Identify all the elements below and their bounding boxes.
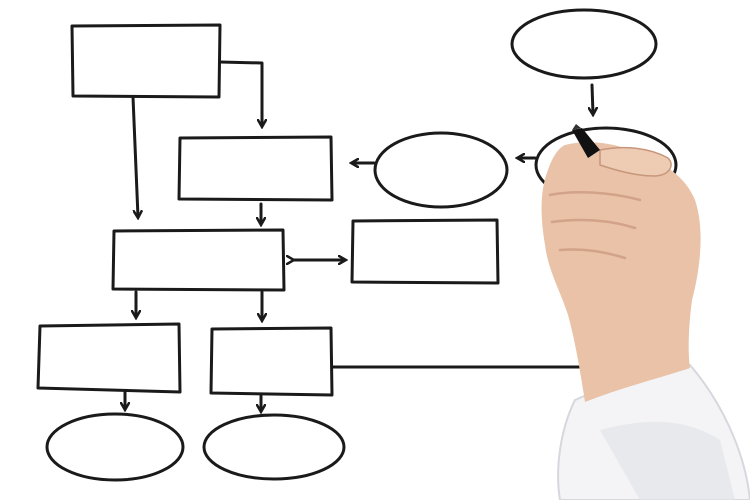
box-center (111, 228, 286, 292)
thumb (599, 146, 672, 177)
box-bottom-middle (209, 326, 334, 397)
arrow-topleft-to-center (131, 95, 138, 217)
ellipse-middle (373, 131, 509, 209)
box-top-left (70, 23, 222, 99)
hand-with-marker (541, 124, 750, 500)
arrow-topleft-to-upper-middle (218, 60, 262, 126)
shirt-cuff-shadow (600, 421, 735, 500)
finger-shadow (548, 191, 642, 260)
box-upper-middle (177, 135, 334, 202)
ellipse-bottom-left (45, 412, 185, 482)
marker-tip (572, 124, 581, 130)
arrow-top-ellipse-down (592, 83, 593, 114)
ellipse-bottom-middle (202, 413, 346, 481)
box-bottom-left (36, 322, 182, 394)
box-center-right (350, 218, 500, 285)
marker-pen (572, 128, 600, 158)
ellipse-top-right (510, 8, 658, 80)
hand (541, 142, 701, 402)
